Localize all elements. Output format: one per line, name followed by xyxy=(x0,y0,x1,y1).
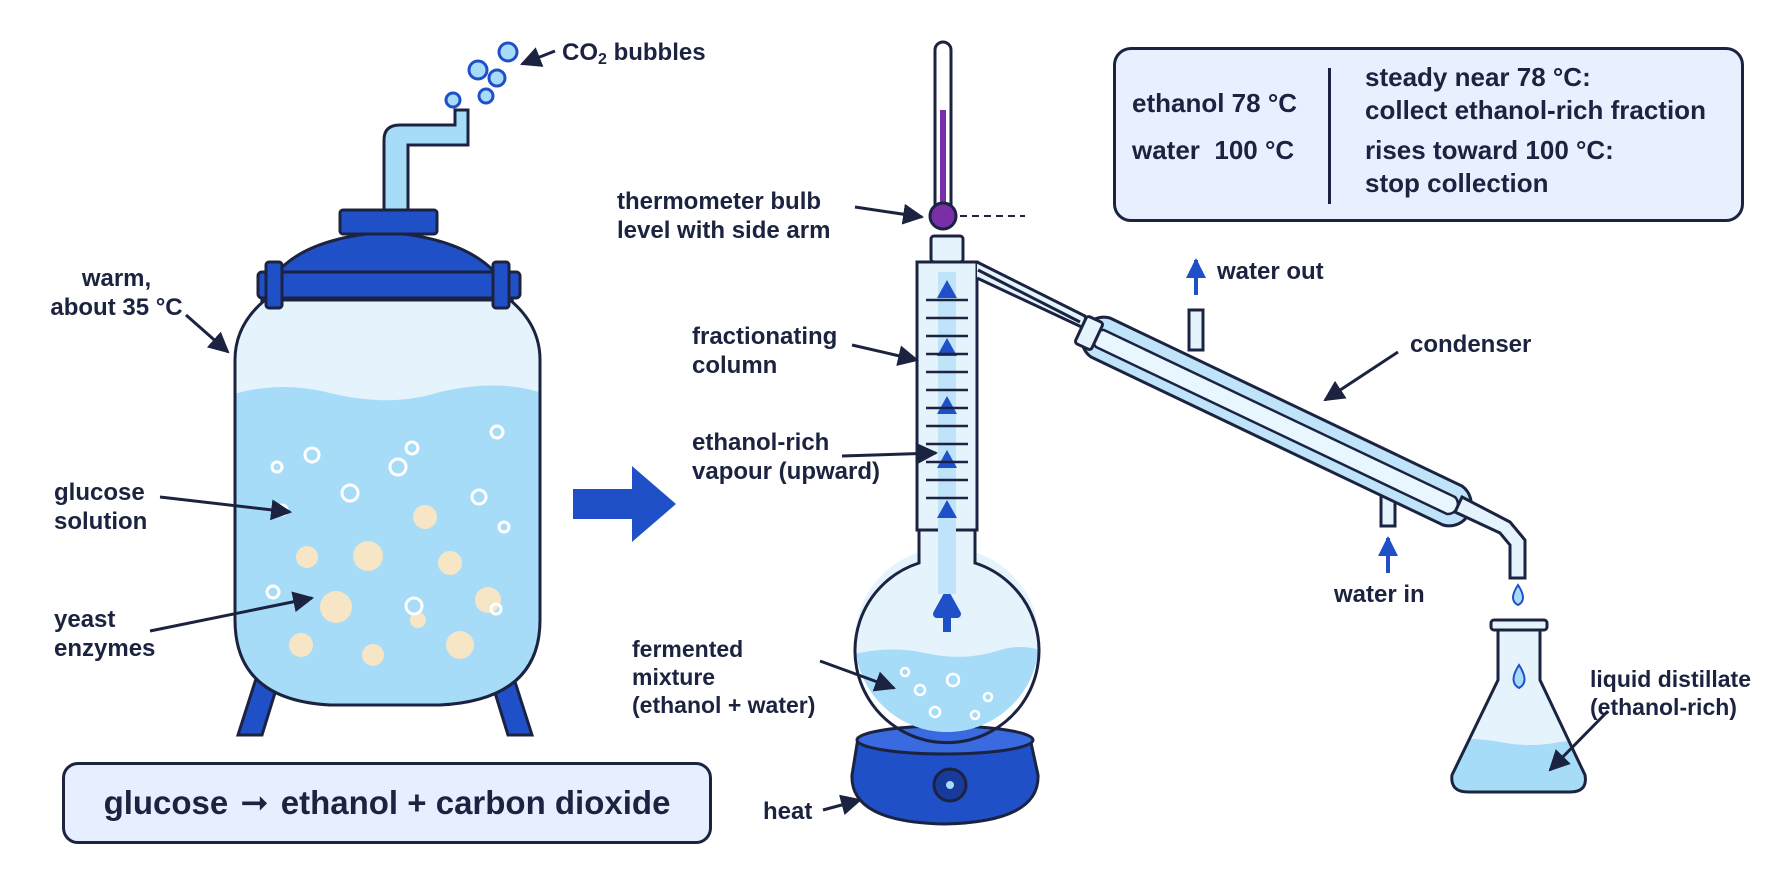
distillate-label: liquid distillate(ethanol-rich) xyxy=(1590,666,1752,720)
co2-bubbles-label: CO2 bubbles xyxy=(562,39,706,68)
fractionating-column xyxy=(915,234,979,594)
heater xyxy=(850,724,1040,826)
rule-rises-2: stop collection xyxy=(1365,168,1549,198)
tank-clamp-right xyxy=(491,260,511,310)
water-out-label: water out xyxy=(1217,258,1324,285)
equation-products: ethanol + carbon dioxide xyxy=(280,784,671,821)
tank-rim xyxy=(256,270,522,300)
glucose-solution xyxy=(235,385,540,705)
thermometer xyxy=(928,40,1025,231)
outlet-pipe xyxy=(382,108,470,217)
fermented-mixture xyxy=(855,647,1039,732)
condenser-label: condenser xyxy=(1410,331,1532,358)
condenser xyxy=(1073,308,1527,580)
rule-rises-1: rises toward 100 °C: xyxy=(1365,135,1614,165)
equation-reactant: glucose xyxy=(103,784,229,821)
distillate-drop xyxy=(1512,583,1524,607)
side-arm xyxy=(976,260,1091,333)
ethanol-bp: ethanol 78 °C xyxy=(1132,88,1297,118)
equation-arrow: ➞ xyxy=(240,784,269,822)
boiling-point-box: ethanol 78 °C water 100 °C steady near 7… xyxy=(1113,47,1744,222)
rule-steady-2: collect ethanol-rich fraction xyxy=(1365,95,1706,125)
label-arrows xyxy=(149,47,1610,816)
fermentation-tank xyxy=(233,108,542,737)
co2-bubbles-in-tank xyxy=(265,424,511,616)
round-bottom-flask xyxy=(853,528,1041,745)
process-arrow xyxy=(573,466,676,542)
escaping-co2-bubbles xyxy=(444,41,519,109)
water-in-label: water in xyxy=(1334,581,1425,608)
collection-flask xyxy=(1450,618,1587,794)
tank-clamp-left xyxy=(264,260,284,310)
water-out-port xyxy=(1187,308,1205,352)
bp-divider xyxy=(1328,68,1331,204)
yeast-cells xyxy=(289,505,501,666)
tank-lid-neck xyxy=(338,208,439,236)
heat-label: heat xyxy=(763,798,813,825)
rule-steady-1: steady near 78 °C: xyxy=(1365,62,1591,92)
temperature-label: warm,about 35 °C xyxy=(50,265,183,321)
word-equation: glucose ➞ ethanol + carbon dioxide xyxy=(62,762,712,844)
water-bp: water 100 °C xyxy=(1132,135,1295,165)
